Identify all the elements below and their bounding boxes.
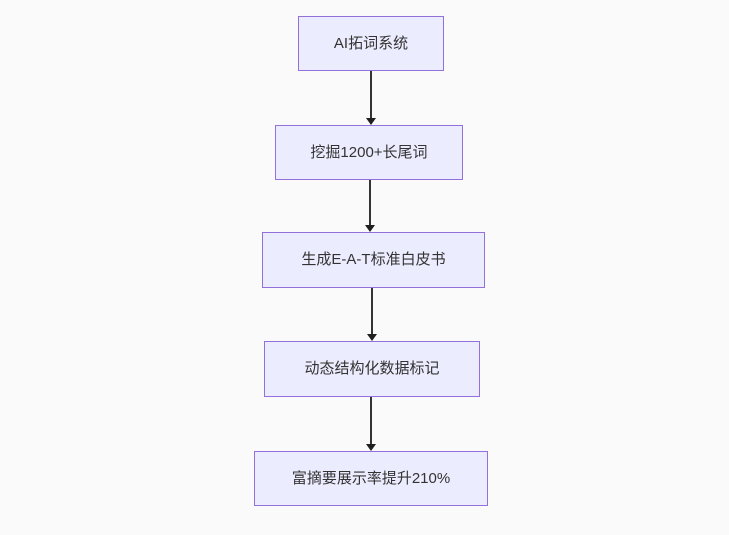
flow-node-label: AI拓词系统 bbox=[333, 34, 409, 52]
flow-node-label: 富摘要展示率提升210% bbox=[291, 469, 451, 487]
flow-node-label: 生成E-A-T标准白皮书 bbox=[301, 251, 446, 268]
flow-node-label: 挖掘1200+长尾词 bbox=[310, 143, 428, 161]
edge-line bbox=[370, 397, 372, 446]
flow-edge-4 bbox=[365, 397, 377, 451]
flow-node-mine-longtail-keywords: 挖掘1200+长尾词 bbox=[275, 125, 463, 180]
edge-line bbox=[370, 71, 372, 120]
arrow-down-icon bbox=[365, 225, 375, 232]
flow-node-rich-snippet-rate-increase: 富摘要展示率提升210% bbox=[254, 451, 488, 506]
flow-node-generate-eat-whitepaper: 生成E-A-T标准白皮书 bbox=[262, 232, 485, 288]
flow-node-label: 动态结构化数据标记 bbox=[304, 360, 440, 377]
flow-node-dynamic-structured-data-markup: 动态结构化数据标记 bbox=[264, 341, 480, 397]
flow-edge-3 bbox=[366, 288, 378, 341]
edge-line bbox=[371, 288, 373, 336]
edge-line bbox=[369, 180, 371, 227]
arrow-down-icon bbox=[366, 444, 376, 451]
flow-edge-1 bbox=[365, 71, 377, 125]
flow-edge-2 bbox=[364, 180, 376, 232]
arrow-down-icon bbox=[366, 118, 376, 125]
arrow-down-icon bbox=[367, 334, 377, 341]
flow-node-ai-word-expansion-system: AI拓词系统 bbox=[298, 16, 444, 71]
